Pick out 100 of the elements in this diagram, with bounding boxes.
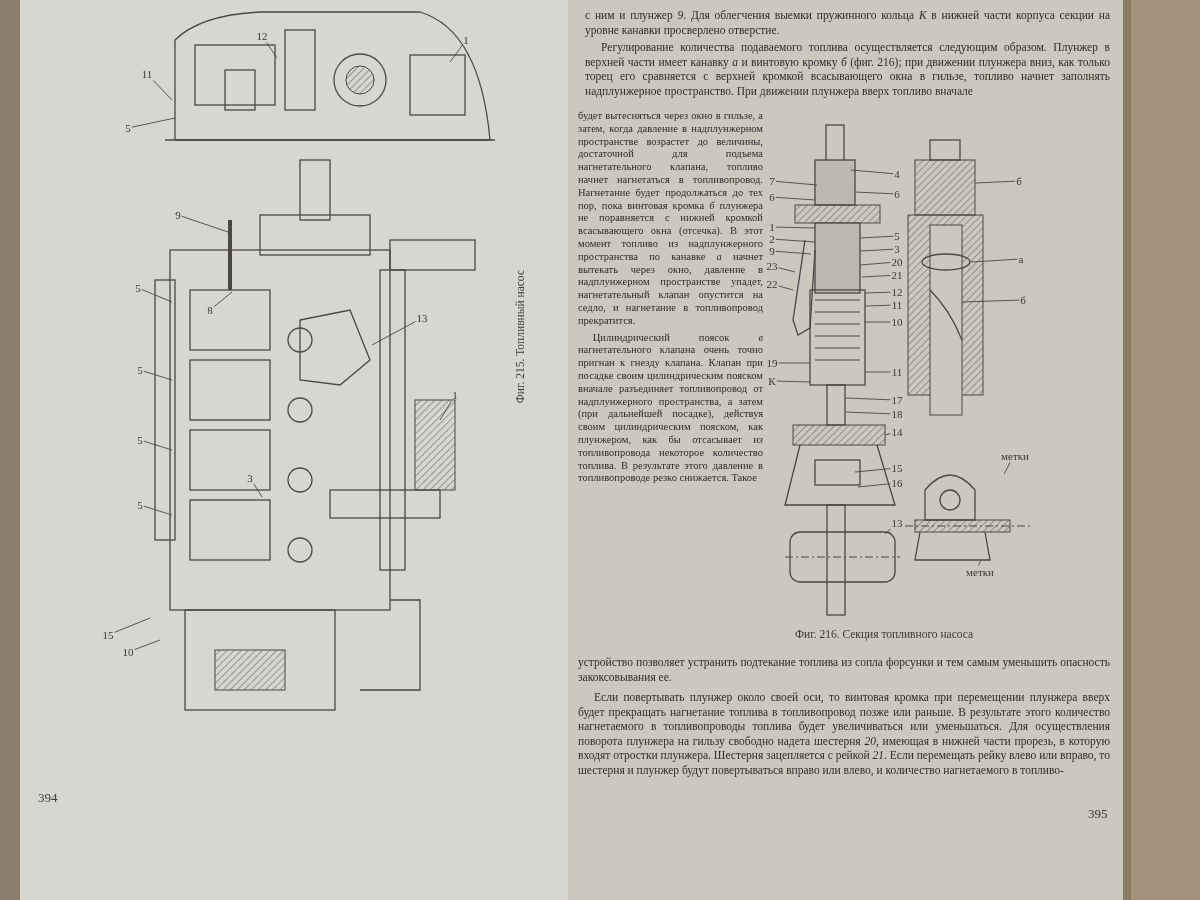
callout-number: 6 <box>769 191 775 203</box>
page-number: 395 <box>1088 806 1108 822</box>
part-label: метки <box>966 566 994 578</box>
callout-number: 2 <box>769 233 775 245</box>
callout-number: 21 <box>891 269 903 281</box>
callout-number: 15 <box>891 462 903 474</box>
leader-line <box>850 169 894 175</box>
callout-number: 20 <box>891 256 903 268</box>
leader-line <box>775 238 816 243</box>
callout-number: 6 <box>894 188 900 200</box>
leader-line <box>253 483 263 498</box>
leader-line <box>978 560 981 566</box>
page-number: 394 <box>38 790 58 806</box>
leader-line <box>884 528 891 535</box>
leader-line <box>861 274 891 278</box>
callout-number: 5 <box>137 499 143 511</box>
callout-number: 13 <box>891 517 903 529</box>
callout-number: 10 <box>891 316 903 328</box>
callout-number: 4 <box>894 168 900 180</box>
body-paragraph: Если повертывать плунжер около своей оси, то винтовая кромка при перемещении плунжера вверх будет прекращать нагнетание топлива в топливопровод позже или раньше. В результате этого количество нагнетаемого в топливопроводы топлива будет увеличиваться или уменьшаться. Для осуществления поворота плунжера на гильзу свободно надета шестерня 20, имеющая в нижней части прорезь, в которую входят отростки плунжера. Шестерня зацепляется с рейкой 21. Если перемещать рейку влево или вправо, то шестерня и плунжер будут повертываться вправо или влево, и количество нагнетаемого в топливо- <box>578 690 1110 778</box>
leader-line <box>864 304 892 307</box>
leader-line <box>844 411 891 415</box>
body-paragraph: с ним и плунжер 9. Для облегчения выемки пружинного кольца К в нижней части корпуса секции на уровне канавки просверлено отверстие. <box>585 8 1110 38</box>
leader-line <box>974 180 1016 184</box>
leader-line <box>152 80 173 101</box>
callout-number: 22 <box>766 278 778 290</box>
leader-line <box>859 248 894 252</box>
callout-number: 9 <box>769 245 775 257</box>
callout-number: 9 <box>175 209 181 221</box>
callout-number: 1 <box>452 389 458 401</box>
callout-number: 3 <box>247 472 253 484</box>
leader-line <box>141 289 173 303</box>
leader-line <box>864 371 892 373</box>
callout-number: 8 <box>207 304 213 316</box>
leader-line <box>775 250 812 255</box>
leader-line <box>143 370 173 381</box>
leader-line <box>854 191 894 195</box>
leader-line <box>863 321 891 323</box>
body-paragraph: будет вытесняться через окно в гильзе, а затем, когда давление в надплунжерном пространстве возрастет до величины, достаточной для подъема нагнетательного клапана, топливо начнет нагнетаться в топливопровод. Нагнетание будет продолжаться до тех пор, пока винтовая кромка б плунжера не поравняется с нижней кромкой всасывающего окна (отсечка). В этот момент топливо из надплунжерного пространства по канавке а начнет вытекать через окно, давление в надплунжерном пространстве упадет, нагнетательный клапан опустится на седло, и нагнетание в топливопровод прекратится. <box>578 110 763 328</box>
callout-number: 1 <box>463 34 469 46</box>
leader-line <box>775 180 818 186</box>
callout-number: 16 <box>891 477 903 489</box>
callout-number: 5 <box>137 364 143 376</box>
callout-number: 19 <box>766 357 778 369</box>
callout-number: 17 <box>891 394 903 406</box>
leader-line <box>143 505 173 516</box>
leader-line <box>114 617 151 633</box>
leader-line <box>131 117 176 128</box>
callout-number: 5 <box>894 230 900 242</box>
leader-line <box>181 215 229 233</box>
callout-number: 14 <box>891 426 903 438</box>
body-paragraph: устройство позволяет устранить подтекание топлива из сопла форсунки и тем самым уменьшить опасность закоксовывания ее. <box>578 655 1110 685</box>
leader-line <box>776 380 811 383</box>
callout-number: а <box>1018 253 1024 265</box>
leader-line <box>449 44 463 63</box>
callout-number: 13 <box>416 312 428 324</box>
callout-number: 7 <box>769 175 775 187</box>
callout-number: 15 <box>102 629 114 641</box>
callout-number: К <box>768 375 776 387</box>
callout-number: 12 <box>891 286 903 298</box>
callout-number: 11 <box>891 299 903 311</box>
leader-line <box>884 433 891 436</box>
leader-line <box>1003 462 1011 475</box>
callout-number: 5 <box>125 122 131 134</box>
leader-line <box>134 639 161 651</box>
callout-number: 11 <box>891 366 903 378</box>
callout-number: 5 <box>137 434 143 446</box>
leader-line <box>854 468 891 473</box>
leader-line <box>439 400 452 421</box>
leader-line <box>371 321 416 346</box>
leader-line <box>859 262 891 266</box>
callout-number: 12 <box>256 30 268 42</box>
callout-number: 5 <box>135 282 141 294</box>
callout-number: 23 <box>766 260 778 272</box>
body-paragraph: Регулирование количества подаваемого топлива осуществляется следующим образом. Плунжер в верхней части имеет канавку а и винтовую кромку б (фиг. 216); при движении плунжера вниз, как только торец его сравняется с верхней кромкой всасывающего окна в гильзе, топливо начнет заполнять надплунжерное пространство. При движении плунжера вверх топливо вначале <box>585 40 1110 99</box>
callout-number: 1 <box>769 221 775 233</box>
leader-line <box>778 267 796 273</box>
leader-line <box>213 291 233 308</box>
callout-number: б <box>1020 294 1026 306</box>
leader-line <box>864 291 891 294</box>
leader-line <box>857 483 891 488</box>
callout-number: 11 <box>141 68 153 80</box>
leader-line <box>265 42 278 59</box>
leader-line <box>143 440 173 451</box>
leader-line <box>970 258 1019 263</box>
callout-number: 3 <box>894 243 900 255</box>
figure-caption: Фиг. 215. Топливный насос <box>514 270 526 404</box>
callout-number: б <box>1016 175 1022 187</box>
gear-rack-drawing <box>904 474 1031 561</box>
leader-line <box>775 196 816 201</box>
body-paragraph: Цилиндрический поясок в нагнетательного клапана очень точно пригнан к гнезду клапана. Клапан при посадке своим цилиндрическим пояском вначале разъединяет топливопровод от надплунжерного пространства, а затем (при дальнейшей посадке), действуя своим цилиндрическим пояском, как плунжером, как бы отсасывает из топливопровода некоторое количество топлива. В результате этого давление в топливопроводе резко снижается. Такое <box>578 331 763 486</box>
leader-line <box>775 226 816 229</box>
figure-caption: Фиг. 216. Секция топливного насоса <box>795 628 974 640</box>
callout-number: 10 <box>122 646 134 658</box>
leader-line <box>778 362 811 364</box>
leader-line <box>778 285 794 291</box>
part-label: метки <box>1001 450 1029 462</box>
leader-line <box>859 235 894 239</box>
callout-number: 18 <box>891 408 903 420</box>
leader-line <box>844 397 891 401</box>
